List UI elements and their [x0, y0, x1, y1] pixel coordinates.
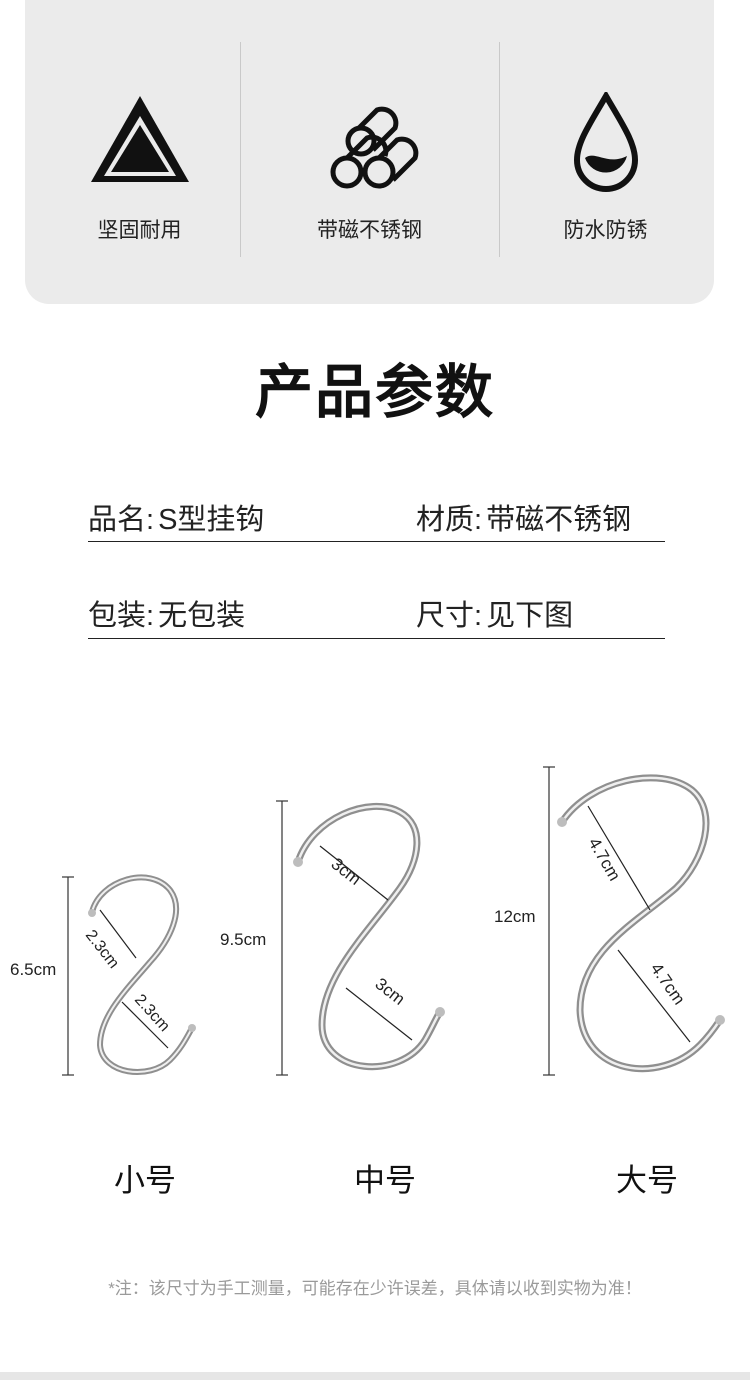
spec-product-name: 品名:S型挂钩	[88, 496, 264, 538]
hook-size-diagram: 6.5cm 2.3cm 2.3cm 9.5cm 3cm 3cm 12cm 4.7…	[10, 766, 725, 1076]
large-hook-bottom-label: 4.7cm	[647, 959, 689, 1008]
feature-label: 防水防锈	[563, 219, 648, 242]
large-hook	[543, 766, 725, 1076]
spec-value: 见下图	[486, 600, 574, 632]
small-hook-height-label: 6.5cm	[10, 960, 56, 979]
measurement-note: *注：该尺寸为手工测量，可能存在少许误差，具体请以收到实物为准！	[108, 1279, 642, 1298]
spec-key: 尺寸:	[416, 600, 483, 632]
small-hook	[62, 874, 196, 1076]
divider	[88, 638, 665, 639]
footer-strip	[0, 1372, 750, 1380]
medium-hook	[276, 800, 445, 1076]
spec-value: S型挂钩	[158, 504, 265, 536]
small-hook-top-label: 2.3cm	[82, 927, 122, 972]
feature-durable: 坚固耐用	[25, 0, 254, 304]
divider	[88, 541, 665, 542]
spec-key: 品名:	[88, 504, 155, 536]
divider	[240, 42, 241, 257]
section-title: 产品参数	[254, 360, 495, 425]
spec-material: 材质:带磁不锈钢	[416, 496, 631, 538]
feature-label: 带磁不锈钢	[317, 219, 422, 242]
size-label-small: 小号	[114, 1163, 176, 1198]
water-drop-icon	[551, 89, 661, 192]
spec-size: 尺寸:见下图	[416, 592, 573, 634]
feature-waterproof: 防水防锈	[491, 0, 720, 304]
large-hook-top-label: 4.7cm	[585, 835, 625, 885]
feature-magnetic-steel: 带磁不锈钢	[255, 0, 484, 304]
size-label-large: 大号	[616, 1163, 678, 1198]
steel-pipes-icon	[315, 92, 425, 192]
spec-packaging: 包装:无包装	[88, 592, 245, 634]
triangle-warning-icon	[85, 92, 195, 192]
feature-label: 坚固耐用	[97, 219, 182, 242]
large-hook-height-label: 12cm	[494, 907, 536, 926]
medium-hook-bottom-label: 3cm	[372, 974, 409, 1009]
feature-panel: 坚固耐用 带磁不锈钢 防水防锈	[25, 0, 714, 304]
spec-key: 包装:	[88, 600, 155, 632]
small-hook-bottom-label: 2.3cm	[131, 991, 173, 1035]
medium-hook-top-label: 3cm	[328, 854, 365, 889]
size-label-medium: 中号	[354, 1163, 416, 1198]
spec-key: 材质:	[416, 504, 483, 536]
spec-value: 带磁不锈钢	[486, 504, 632, 536]
spec-value: 无包装	[158, 600, 246, 632]
divider	[499, 42, 500, 257]
medium-hook-height-label: 9.5cm	[220, 930, 266, 949]
